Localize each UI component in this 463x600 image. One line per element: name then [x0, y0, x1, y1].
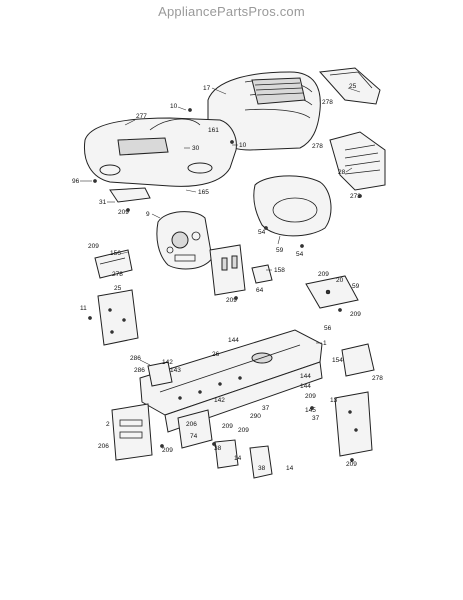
callout: 206: [186, 421, 197, 428]
callout: 25: [349, 83, 357, 90]
front-bumper: [111, 403, 153, 461]
callout: 143: [170, 367, 181, 374]
callout: 14: [286, 465, 294, 472]
callout: 11: [80, 305, 87, 312]
callout: 10: [170, 103, 178, 110]
callout: 209: [350, 311, 361, 318]
steering-bracket: [94, 249, 133, 279]
callout-labels: 17 25 278 277 10 161 10 30 165 96 31 209…: [72, 83, 383, 472]
bottom-brackets: [214, 439, 273, 479]
callout: 17: [203, 85, 211, 92]
callout: 278: [112, 271, 123, 278]
callout: 31: [99, 199, 107, 206]
callout: 56: [324, 325, 332, 332]
callout: 9: [146, 211, 150, 218]
callout: 38: [214, 445, 222, 452]
callout: 278: [350, 193, 361, 200]
callout: 278: [322, 99, 333, 106]
callout: 26: [212, 351, 220, 358]
callout: 13: [330, 397, 338, 404]
callout: 20: [336, 277, 344, 284]
callout: 209: [238, 427, 249, 434]
callout: 278: [312, 143, 323, 150]
callout: 145: [305, 407, 316, 414]
callout: 277: [136, 113, 147, 120]
callout: 14: [234, 455, 242, 462]
callout: 74: [190, 433, 198, 440]
rear-plate: [334, 391, 373, 457]
axle-bracket: [177, 409, 213, 449]
callout: 30: [192, 145, 200, 152]
callout: 209: [305, 393, 316, 400]
linkage-right: [341, 343, 375, 377]
callout: 96: [72, 178, 80, 185]
callout: 209: [118, 209, 129, 216]
mount-plate-right: [305, 275, 359, 309]
callout: 59: [352, 283, 360, 290]
ignition-switch: [251, 264, 273, 284]
side-plate-left: [97, 289, 139, 346]
callout: 286: [130, 355, 141, 362]
site-watermark: AppliancePartsPros.com: [158, 4, 305, 19]
callout: 161: [208, 127, 219, 134]
callout: 209: [226, 297, 237, 304]
dash-cluster: [156, 211, 213, 270]
hood-bracket: [109, 187, 151, 203]
callout: 54: [296, 251, 304, 258]
callout: 154: [332, 357, 343, 364]
callout: 278: [372, 375, 383, 382]
grille-upper: [318, 67, 381, 105]
callout: 25: [114, 285, 122, 292]
callout: 209: [162, 447, 173, 454]
dash-bracket: [209, 244, 246, 296]
grille-lower: [329, 131, 386, 191]
callout: 142: [162, 359, 173, 366]
callout: 209: [88, 243, 99, 250]
callout: 209: [318, 271, 329, 278]
callout: 286: [134, 367, 145, 374]
callout: 37: [262, 405, 270, 412]
callout: 206: [98, 443, 109, 450]
callout: 54: [258, 229, 266, 236]
callout: 142: [214, 397, 225, 404]
callout: 209: [346, 461, 357, 468]
callout: 144: [228, 337, 239, 344]
callout: 28: [338, 169, 346, 176]
hood: [207, 71, 321, 151]
callout: 10: [239, 142, 247, 149]
dash-panel: [83, 117, 237, 187]
callout: 2: [106, 421, 110, 428]
pivot-bracket: [147, 361, 173, 387]
callout: 290: [250, 413, 261, 420]
fasteners: [88, 108, 362, 462]
callout: 59: [276, 247, 284, 254]
callout: 158: [274, 267, 285, 274]
callout: 165: [198, 189, 209, 196]
callout: 1: [323, 340, 327, 347]
callout: 156: [110, 250, 121, 257]
callout: 38: [258, 465, 266, 472]
callout: 37: [312, 415, 320, 422]
callout: 144: [300, 383, 311, 390]
fender-pan: [253, 175, 332, 237]
callout: 209: [222, 423, 233, 430]
callout: 64: [256, 287, 264, 294]
callout: 144: [300, 373, 311, 380]
